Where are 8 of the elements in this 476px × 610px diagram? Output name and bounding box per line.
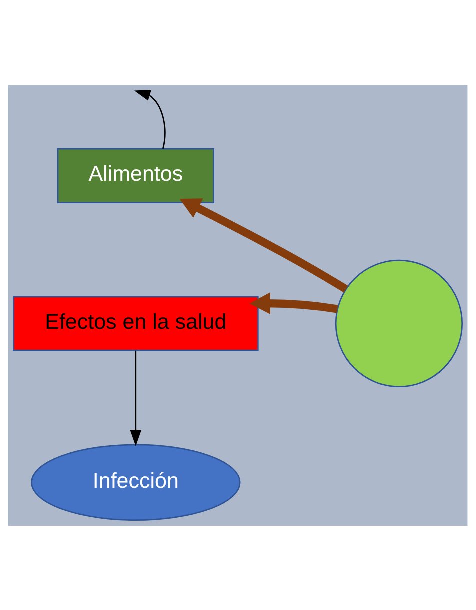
node-circle xyxy=(335,259,463,388)
arrow xyxy=(250,292,338,314)
node-box: Alimentos xyxy=(57,148,214,203)
node-box: Efectos en la salud xyxy=(13,296,259,351)
arrow xyxy=(130,350,142,446)
arrow xyxy=(134,90,166,149)
node-ellipse: Infección xyxy=(31,444,241,521)
arrow xyxy=(180,198,348,292)
